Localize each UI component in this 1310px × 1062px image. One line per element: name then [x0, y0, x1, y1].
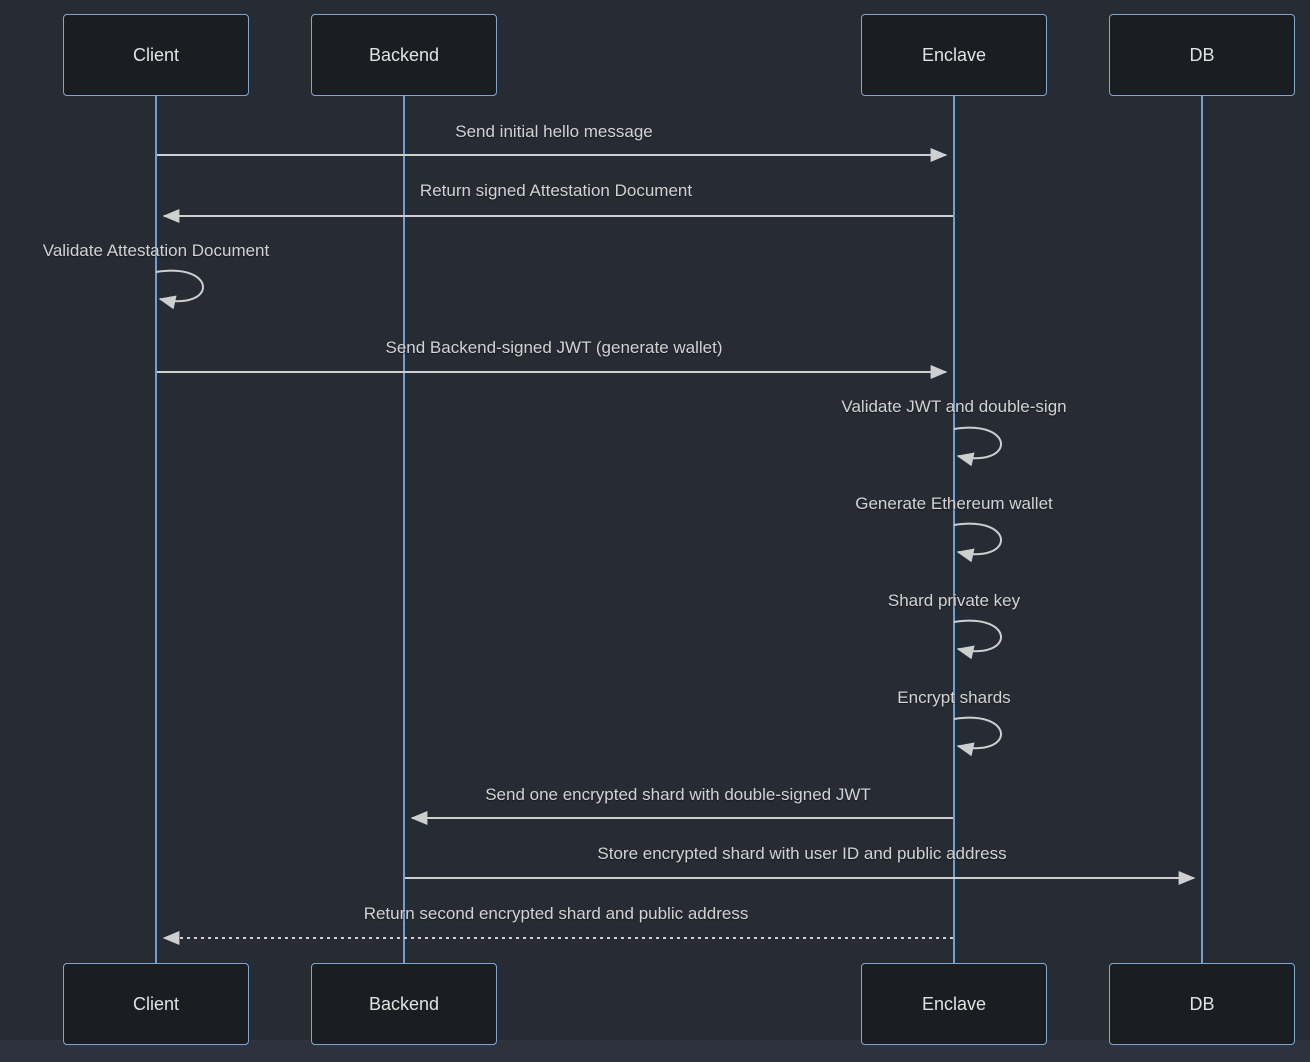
- loop-shard-key: [953, 619, 1002, 660]
- message-label-9: Send one encrypted shard with double-sig…: [485, 785, 871, 804]
- loop-generate-wallet: [953, 522, 1002, 563]
- actor-top-enclave: Enclave: [861, 14, 1047, 96]
- actor-top-db: DB: [1109, 14, 1295, 96]
- actor-label: Client: [132, 993, 180, 1014]
- actor-bottom-enclave: Enclave: [861, 963, 1047, 1045]
- actor-label: Client: [132, 44, 180, 65]
- message-label-11: Return second encrypted shard and public…: [363, 904, 749, 923]
- message-label-8: Encrypt shards: [897, 688, 1011, 707]
- actor-label: Enclave: [921, 44, 987, 65]
- message-label-5: Validate JWT and double-sign: [841, 397, 1067, 416]
- message-label-2: Return signed Attestation Document: [419, 181, 693, 200]
- message-label-7: Shard private key: [887, 591, 1021, 610]
- loop-validate-jwt: [953, 426, 1002, 467]
- message-label-6: Generate Ethereum wallet: [855, 494, 1053, 513]
- message-label-1: Send initial hello message: [455, 122, 653, 141]
- actor-label: Backend: [368, 993, 440, 1014]
- message-label-10: Store encrypted shard with user ID and p…: [597, 844, 1007, 863]
- actor-bottom-db: DB: [1109, 963, 1295, 1045]
- loop-validate-attestation: [155, 269, 204, 310]
- actor-top-backend: Backend: [311, 14, 497, 96]
- message-label-3: Validate Attestation Document: [42, 241, 270, 260]
- message-arrows: [155, 148, 1196, 945]
- actor-bottom-client: Client: [63, 963, 249, 1045]
- actor-label: DB: [1189, 44, 1215, 65]
- lifelines: [155, 96, 1203, 964]
- actor-label: DB: [1189, 993, 1215, 1014]
- actor-label: Enclave: [921, 993, 987, 1014]
- actor-bottom-backend: Backend: [311, 963, 497, 1045]
- message-label-4: Send Backend-signed JWT (generate wallet…: [385, 338, 723, 357]
- actor-top-client: Client: [63, 14, 249, 96]
- page-footer-strip: [0, 1040, 1310, 1062]
- actor-label: Backend: [368, 44, 440, 65]
- loop-encrypt-shards: [953, 716, 1002, 757]
